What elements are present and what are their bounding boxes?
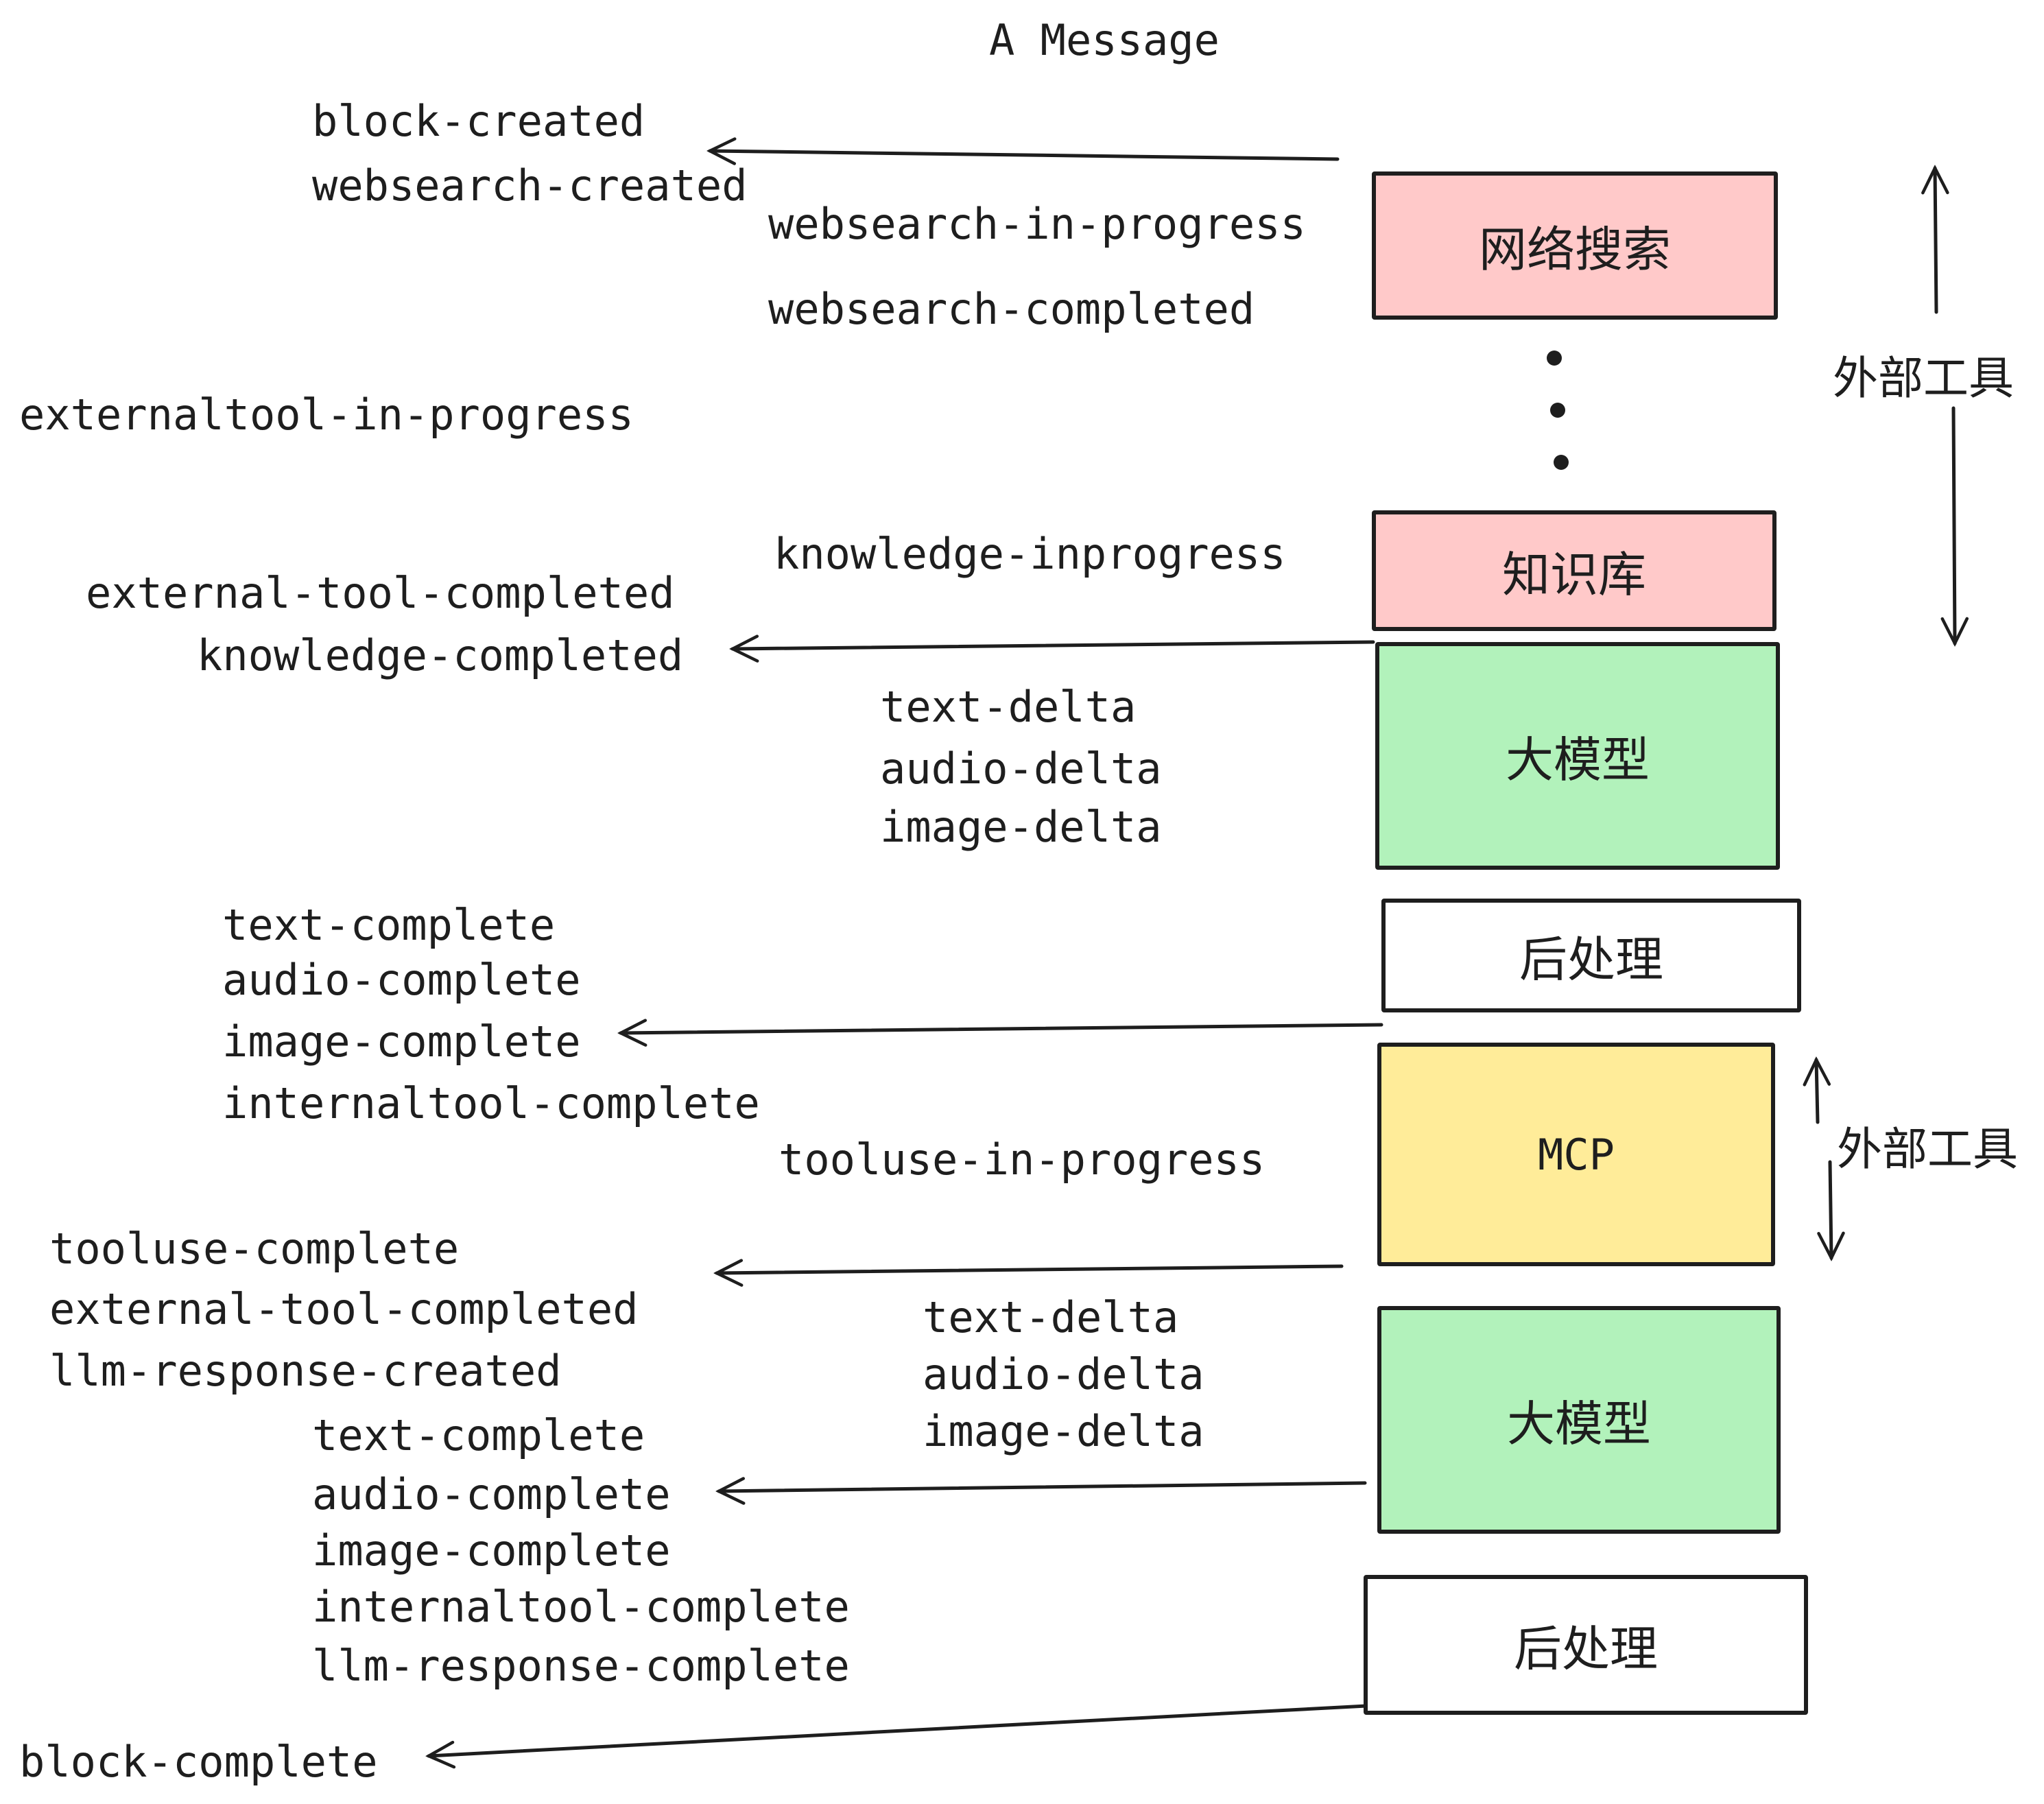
arrow-tooluse-complete <box>717 1266 1344 1273</box>
event-audio-delta-2: audio-delta <box>923 1349 1204 1399</box>
event-websearch-completed: websearch-completed <box>768 284 1255 334</box>
event-text-complete-2: text-complete <box>312 1410 645 1460</box>
box-postprocess-2-label: 后处理 <box>1514 1620 1658 1677</box>
event-audio-complete-2: audio-complete <box>312 1469 671 1519</box>
arrow-image-complete <box>621 1025 1383 1033</box>
event-externaltool-in-progress: externaltool-in-progress <box>19 390 634 440</box>
event-external-tool-completed: external-tool-completed <box>86 568 675 618</box>
arrow-external-tools-down-2 <box>1830 1160 1831 1258</box>
arrow-external-tools-up-1 <box>1935 168 1936 314</box>
box-knowledge-label: 知识库 <box>1502 546 1646 603</box>
event-internaltool-complete-2: internaltool-complete <box>312 1582 850 1632</box>
event-image-delta: image-delta <box>880 802 1162 852</box>
box-postprocess-1-label: 后处理 <box>1519 931 1663 988</box>
ellipsis-dot <box>1554 455 1569 470</box>
arrow-block-complete <box>429 1704 1368 1756</box>
box-llm-1: 大模型 <box>1375 642 1780 870</box>
event-text-delta: text-delta <box>880 682 1137 732</box>
event-image-complete: image-complete <box>222 1017 581 1067</box>
event-llm-response-created: llm-response-created <box>49 1346 562 1396</box>
box-mcp-label: MCP <box>1538 1129 1615 1180</box>
arrow-knowledge-completed <box>733 642 1375 649</box>
event-image-complete-2: image-complete <box>312 1526 671 1576</box>
event-websearch-created: websearch-created <box>312 161 748 211</box>
ellipsis-dot <box>1550 403 1565 418</box>
event-audio-delta: audio-delta <box>880 744 1162 794</box>
event-external-tool-completed-2: external-tool-completed <box>49 1284 639 1334</box>
annotation-external-tools-1: 外部工具 <box>1833 352 2014 405</box>
event-websearch-in-progress: websearch-in-progress <box>768 199 1306 249</box>
event-text-complete: text-complete <box>222 900 556 950</box>
box-llm-1-label: 大模型 <box>1506 731 1650 788</box>
box-websearch-label: 网络搜索 <box>1479 221 1671 278</box>
event-block-created: block-created <box>312 96 645 146</box>
event-tooluse-in-progress: tooluse-in-progress <box>779 1135 1265 1185</box>
diagram-title: A Message <box>989 15 1220 65</box>
arrow-external-tools-down-1 <box>1953 406 1955 643</box>
box-postprocess-2: 后处理 <box>1364 1575 1808 1715</box>
event-llm-response-complete: llm-response-complete <box>312 1641 850 1691</box>
arrow-audio-complete <box>719 1483 1367 1491</box>
event-knowledge-completed: knowledge-completed <box>197 630 684 680</box>
arrow-external-tools-up-2 <box>1816 1060 1818 1124</box>
box-knowledge: 知识库 <box>1372 510 1776 631</box>
annotation-external-tools-2: 外部工具 <box>1837 1123 2018 1176</box>
event-knowledge-inprogress: knowledge-inprogress <box>774 529 1286 579</box>
box-mcp: MCP <box>1377 1043 1775 1266</box>
event-internaltool-complete: internaltool-complete <box>222 1078 760 1128</box>
arrow-block-created <box>710 151 1340 159</box>
event-tooluse-complete: tooluse-complete <box>49 1224 460 1274</box>
box-llm-2-label: 大模型 <box>1507 1395 1651 1452</box>
box-llm-2: 大模型 <box>1377 1306 1781 1534</box>
box-postprocess-1: 后处理 <box>1381 899 1801 1012</box>
event-audio-complete: audio-complete <box>222 955 581 1005</box>
event-text-delta-2: text-delta <box>923 1292 1179 1342</box>
event-image-delta-2: image-delta <box>923 1406 1204 1456</box>
box-websearch: 网络搜索 <box>1372 171 1778 320</box>
event-block-complete: block-complete <box>19 1737 378 1787</box>
ellipsis-dot <box>1547 351 1562 366</box>
